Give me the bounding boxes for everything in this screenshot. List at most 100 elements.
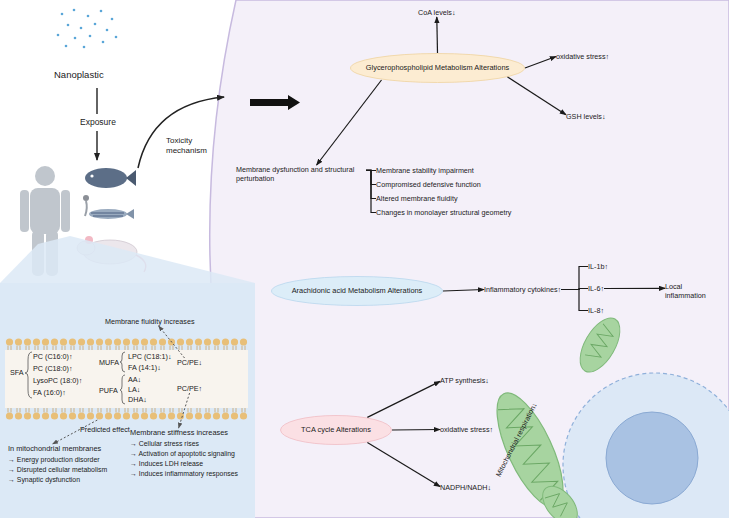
text-node: GSH levels↓ — [566, 112, 606, 121]
node-text: TCA cycle Alterations — [301, 425, 371, 434]
dotted-arrow — [159, 326, 185, 358]
text-node: IL-8↑ — [588, 306, 604, 315]
node-text: Changes in monolayer structural geometry — [376, 208, 511, 217]
dotted-arrow — [179, 393, 190, 428]
node-text: Compromised defensive function — [376, 180, 481, 189]
bracket-line — [561, 290, 588, 311]
node-text: PC (C16:0)↑ — [33, 352, 73, 361]
node-text: FA (14:1)↓ — [128, 363, 161, 372]
edge-label: Predicted effect — [80, 426, 130, 435]
text-node: PC/PE↓ — [177, 358, 202, 367]
text-node: Inflammatory cytokines↑ — [484, 285, 561, 294]
membrane-box: SFAPC (C16:0)↑PC (C18:0)↑LysoPC (18:0)↑F… — [5, 338, 248, 420]
node-text: NADPH/NADH↓ — [440, 483, 491, 492]
node-text: FA (16:0)↑ — [33, 388, 66, 397]
brace — [25, 352, 32, 398]
particle — [102, 41, 105, 44]
list-item: → Activation of apoptotic signaling — [130, 449, 238, 459]
node-text: GSH levels↓ — [566, 112, 606, 121]
ellipse-node: TCA cycle Alterations — [280, 415, 392, 445]
ellipse-node: Glycerophospholipid Metabolism Alteratio… — [350, 53, 525, 83]
particle — [67, 24, 70, 27]
mito-cristae — [545, 489, 571, 516]
rotated-label: Mitochondrial respiration↓ — [495, 402, 540, 479]
node-text: Altered membrane fluidity — [376, 194, 458, 203]
text-node: Membrane dysfunction and structural pert… — [236, 165, 366, 183]
text-node: oxidative stress↑ — [440, 425, 493, 434]
mito-cristae — [585, 324, 616, 363]
node-text: MUFA — [99, 358, 119, 367]
particle — [61, 13, 64, 16]
arrow-line — [508, 77, 567, 115]
particle — [89, 35, 92, 38]
arrow-line — [443, 290, 484, 292]
particle — [111, 18, 114, 21]
node-text: Glycerophospholipid Metabolism Alteratio… — [366, 63, 509, 72]
exposure-arrow — [96, 131, 97, 160]
text-node: Changes in monolayer structural geometry — [376, 208, 511, 217]
text-node: Membrane fluidity increases — [105, 317, 194, 326]
particle — [80, 27, 83, 30]
node-text: Membrane fluidity increases — [105, 317, 194, 326]
free-label: Exposure — [80, 117, 116, 127]
bracket-line — [366, 170, 376, 171]
text-node: NADPH/NADH↓ — [440, 483, 491, 492]
fish-eye — [90, 174, 93, 177]
free-label: Nanoplastic — [54, 69, 104, 80]
fish-tail — [126, 209, 134, 219]
larva-head — [83, 195, 89, 201]
ellipse-outline — [351, 54, 525, 83]
tilapia-fish — [85, 168, 136, 188]
particle — [106, 29, 109, 32]
particle — [87, 15, 90, 18]
text-node: Altered membrane fluidity — [376, 194, 458, 203]
human-arm — [20, 190, 29, 232]
effect-list: Membrane stiffness increases→ Cellular s… — [130, 428, 238, 479]
ellipse-outline — [281, 416, 392, 445]
text-node: ATP synthesis↓ — [440, 376, 489, 385]
arrow-line — [525, 57, 556, 69]
particle — [57, 34, 60, 37]
membrane-heads — [5, 338, 248, 350]
bracket-line — [561, 267, 588, 290]
cell-nucleus — [606, 412, 698, 504]
cell-body — [563, 373, 729, 518]
zebrafish — [89, 209, 134, 219]
node-text: Membrane stability impairment — [376, 166, 474, 175]
particle — [73, 9, 76, 12]
node-text: ATP synthesis↓ — [440, 376, 489, 385]
mito-outer — [572, 312, 628, 379]
node-text: LPC (C18:1)↓ — [128, 352, 172, 361]
list-item: → Induces LDH release — [130, 459, 238, 469]
arrow-line — [367, 381, 440, 417]
human-torso — [30, 188, 60, 234]
membrane-heads — [5, 408, 248, 420]
membrane-core — [5, 350, 248, 408]
bold-arrow — [250, 95, 300, 110]
zoom-panel — [0, 283, 255, 518]
fish-body — [89, 209, 127, 219]
text-node: IL-6↑ — [588, 284, 604, 293]
larva-tail — [85, 201, 87, 216]
node-text: Arachidonic acid Metabolism Alterations — [292, 286, 423, 295]
particle — [100, 10, 103, 13]
node-text: PC/PE↑ — [177, 384, 202, 393]
node-text: Membrane dysfunction and structural pert… — [236, 165, 366, 183]
node-text: Local inflammation — [665, 282, 717, 300]
ellipse-node: Arachidonic acid Metabolism Alterations — [271, 276, 443, 306]
nanoplastic-particles — [57, 9, 118, 49]
human-head — [35, 166, 55, 186]
arrow-line — [392, 429, 440, 431]
node-text: SFA — [10, 368, 24, 377]
text-node: oxidative stress↑ — [556, 52, 609, 61]
list-item: → Energy production disorder — [8, 455, 107, 465]
node-text: LA↓ — [128, 385, 140, 394]
text-node: Compromised defensive function — [376, 180, 481, 189]
node-text: Inflammatory cytokines↑ — [484, 285, 561, 294]
list-item: → Synaptic dysfunction — [8, 475, 107, 485]
bracket-line — [366, 170, 376, 212]
